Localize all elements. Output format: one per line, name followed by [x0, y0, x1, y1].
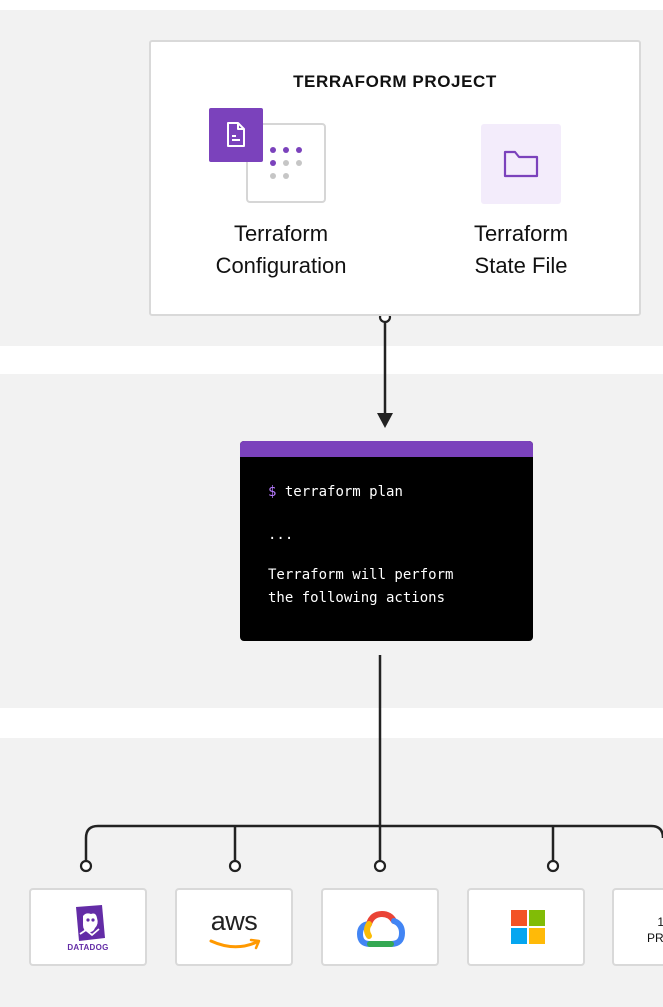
terminal-output-line-1: Terraform will perform — [268, 567, 454, 583]
aws-smile-icon — [209, 938, 261, 950]
arrowhead-down-icon — [377, 413, 393, 428]
connector-node-gcp — [373, 859, 387, 873]
aws-logo: aws — [210, 906, 258, 936]
provider-card-more-clip: 10 PROV — [612, 888, 663, 966]
document-icon — [209, 108, 263, 162]
provider-card-aws: aws — [175, 888, 293, 966]
connector-node-aws — [228, 859, 242, 873]
datadog-label: DATADOG — [67, 943, 109, 952]
provider-bus-line — [84, 824, 663, 862]
datadog-logo — [76, 905, 105, 941]
connector-node-azure — [546, 859, 560, 873]
provider-card-microsoft — [467, 888, 585, 966]
terminal-command-line: $ terraform plan — [268, 484, 403, 500]
folder-icon — [481, 124, 561, 204]
dot-grid-icon — [270, 147, 276, 153]
state-file-label: Terraform State File — [473, 221, 569, 278]
google-cloud-logo — [357, 910, 405, 947]
project-title: TERRAFORM PROJECT — [293, 72, 497, 91]
config-label: Terraform Configuration — [215, 221, 347, 278]
connector-node-datadog — [79, 859, 93, 873]
provider-card-more: 10 PROV — [612, 888, 663, 966]
terraform-project-box: TERRAFORM PROJECT Terraform Configuratio… — [149, 40, 641, 316]
provider-card-datadog: DATADOG — [29, 888, 147, 966]
provider-card-google-cloud — [321, 888, 439, 966]
terminal-prompt: $ — [268, 484, 277, 500]
terminal-ellipsis: ... — [268, 527, 294, 543]
terminal-window: $ terraform plan ... Terraform will perf… — [240, 441, 533, 641]
terminal-output-line-2: the following actions — [268, 590, 446, 606]
terminal-command: terraform plan — [284, 484, 403, 500]
more-providers-label: 10 PROV — [646, 915, 663, 945]
terminal-title-bar — [240, 441, 533, 457]
